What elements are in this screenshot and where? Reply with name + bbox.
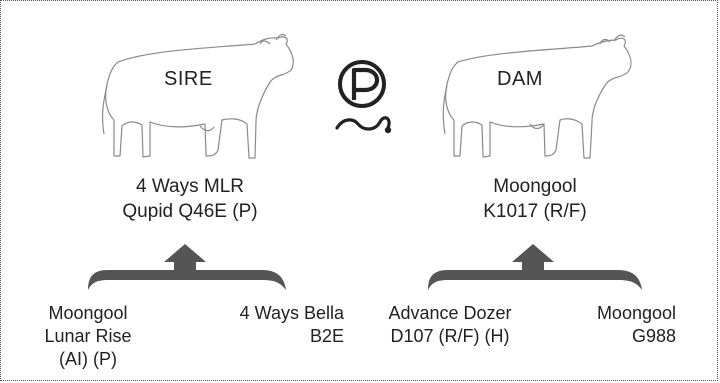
dam-name-line1: Moongool — [493, 176, 577, 197]
sire-dam-name: 4 Ways Bella B2E — [218, 302, 344, 348]
sire-cattle-outline — [101, 33, 294, 159]
dam-dam-line2: G988 — [631, 326, 676, 346]
sire-parents-bracket-arrow — [88, 244, 286, 290]
sire-sire-line2: Lunar Rise — [44, 326, 132, 346]
sire-name-line2: Qupid Q46E (P) — [122, 201, 258, 222]
dam-label: DAM — [497, 68, 543, 90]
dam-dam-line1: Moongool — [596, 303, 676, 323]
sire-sire-line1: Moongool — [48, 303, 128, 323]
sire-label: SIRE — [164, 68, 213, 90]
dam-sire-line1: Advance Dozer — [388, 303, 512, 323]
dam-parents-bracket-arrow — [428, 244, 642, 290]
dam-sire-line2: D107 (R/F) (H) — [390, 326, 510, 346]
sire-name: 4 Ways MLR Qupid Q46E (P) — [95, 174, 285, 224]
sire-sire-line3: (AI) (P) — [59, 349, 117, 369]
dam-name: Moongool K1017 (R/F) — [440, 174, 630, 224]
polled-p-with-rope-icon — [335, 60, 392, 134]
sire-dam-line1: 4 Ways Bella — [239, 303, 344, 323]
sire-dam-line2: B2E — [309, 326, 344, 346]
sire-sire-name: Moongool Lunar Rise (AI) (P) — [40, 302, 136, 371]
dam-dam-name: Moongool G988 — [584, 302, 676, 348]
dam-name-line2: K1017 (R/F) — [483, 201, 587, 222]
dam-sire-name: Advance Dozer D107 (R/F) (H) — [384, 302, 516, 348]
dam-cattle-outline — [442, 34, 632, 159]
sire-name-line1: 4 Ways MLR — [135, 176, 245, 197]
